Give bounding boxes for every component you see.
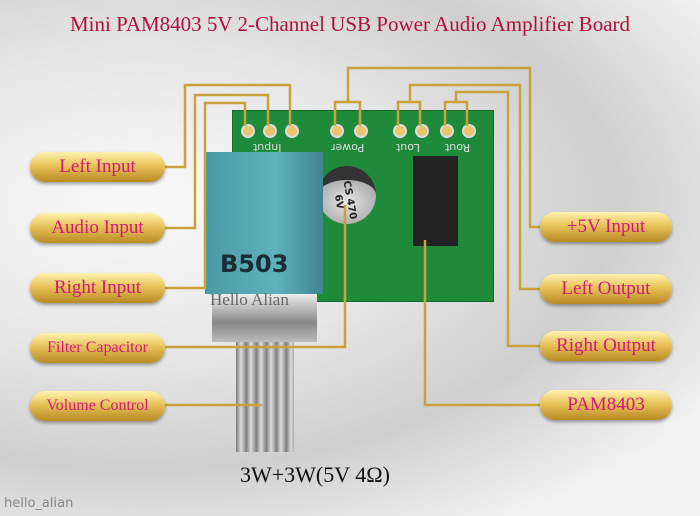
pin-lout-minus [393,124,407,138]
pin-l [285,124,299,138]
label-audio-input: Audio Input [30,213,165,243]
label-right-input: Right Input [30,273,165,303]
pin-power-plus [330,124,344,138]
leader-audio-input [165,93,270,230]
pam8403-chip [413,156,458,246]
leader-filter-capacitor [165,205,347,349]
label-left-input: Left Input [30,152,165,182]
power-spec: 3W+3W(5V 4Ω) [240,462,390,487]
label-filter-capacitor: Filter Capacitor [30,333,165,363]
leader-5v-input-branch [348,100,362,126]
pin-rout-plus [440,124,454,138]
pin-rout-minus [462,124,476,138]
label-pam8403: PAM8403 [540,390,672,420]
leader-left-output-branch [410,100,422,126]
leader-right-output [443,90,540,348]
pin-g [263,124,277,138]
pot-marking: B503 [220,250,289,278]
leader-right-output-branch [456,100,469,126]
label-volume-control: Volume Control [30,391,165,421]
label-5v-input: +5V Input [540,212,672,242]
potentiometer: B503 [205,152,323,294]
leader-5v-input [333,66,540,229]
watermark: Hello Alian [210,290,289,309]
pot-nut [212,294,317,342]
pcb-board: Input Power Lout Rout CS 470 6V [232,110,494,302]
leader-right-input [165,101,247,290]
filter-capacitor: CS 470 6V [318,166,376,224]
leader-pam8403 [423,240,540,407]
pin-r [241,124,255,138]
footer-watermark: hello_alian [4,496,74,511]
label-left-output: Left Output [540,274,672,304]
pot-shaft [236,342,294,452]
page-title: Mini PAM8403 5V 2-Channel USB Power Audi… [69,12,631,36]
leader-left-input [165,83,292,169]
pin-lout-plus [415,124,429,138]
label-right-output: Right Output [540,331,672,361]
leader-left-output [396,83,540,291]
